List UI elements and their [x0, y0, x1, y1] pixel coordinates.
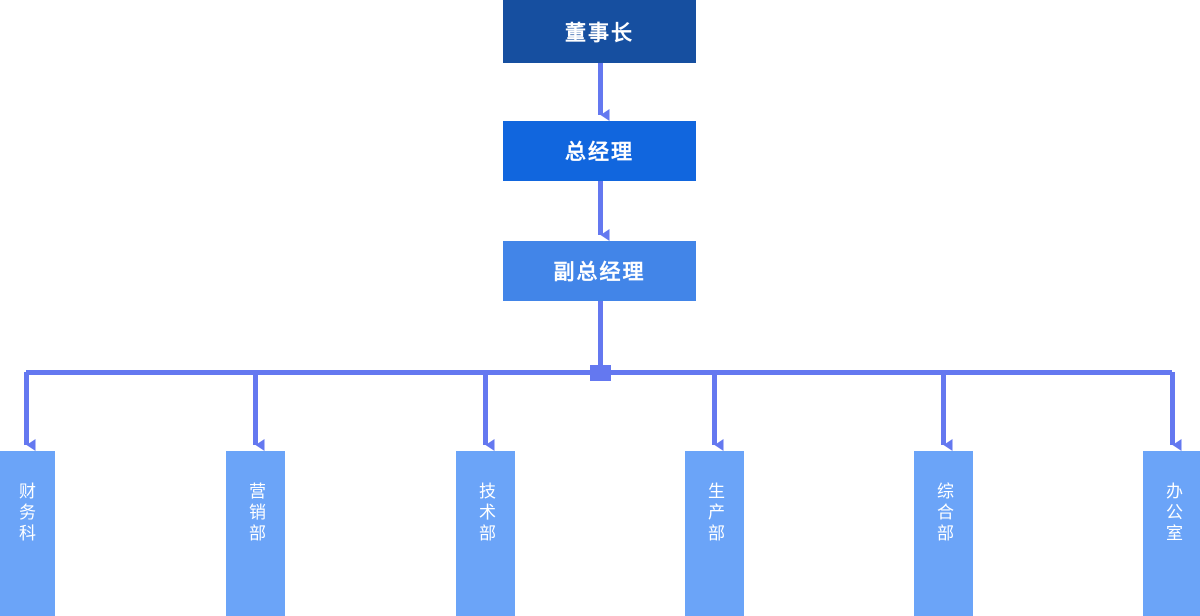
node-general-affairs-dept-label: 综合部: [934, 482, 953, 545]
node-office-label: 办公室: [1163, 482, 1182, 545]
node-deputy-general-manager[interactable]: 副总经理: [503, 241, 696, 301]
node-production-dept-label: 生产部: [705, 482, 724, 545]
node-marketing-dept-label: 营销部: [246, 482, 265, 545]
node-general-affairs-dept[interactable]: 综合部: [914, 451, 973, 616]
node-chairman[interactable]: 董事长: [503, 0, 696, 63]
node-marketing-dept[interactable]: 营销部: [226, 451, 285, 616]
node-office[interactable]: 办公室: [1143, 451, 1200, 616]
node-finance-section-label: 财务科: [16, 482, 35, 545]
node-finance-section[interactable]: 财务科: [0, 451, 55, 616]
node-chairman-label: 董事长: [565, 21, 634, 45]
node-deputy-general-manager-label: 副总经理: [553, 261, 646, 284]
node-general-manager-label: 总经理: [565, 141, 634, 164]
node-general-manager[interactable]: 总经理: [503, 121, 696, 181]
node-technology-dept[interactable]: 技术部: [456, 451, 515, 616]
node-technology-dept-label: 技术部: [476, 482, 495, 545]
node-production-dept[interactable]: 生产部: [685, 451, 744, 616]
bus-junction-handle[interactable]: [590, 365, 611, 381]
